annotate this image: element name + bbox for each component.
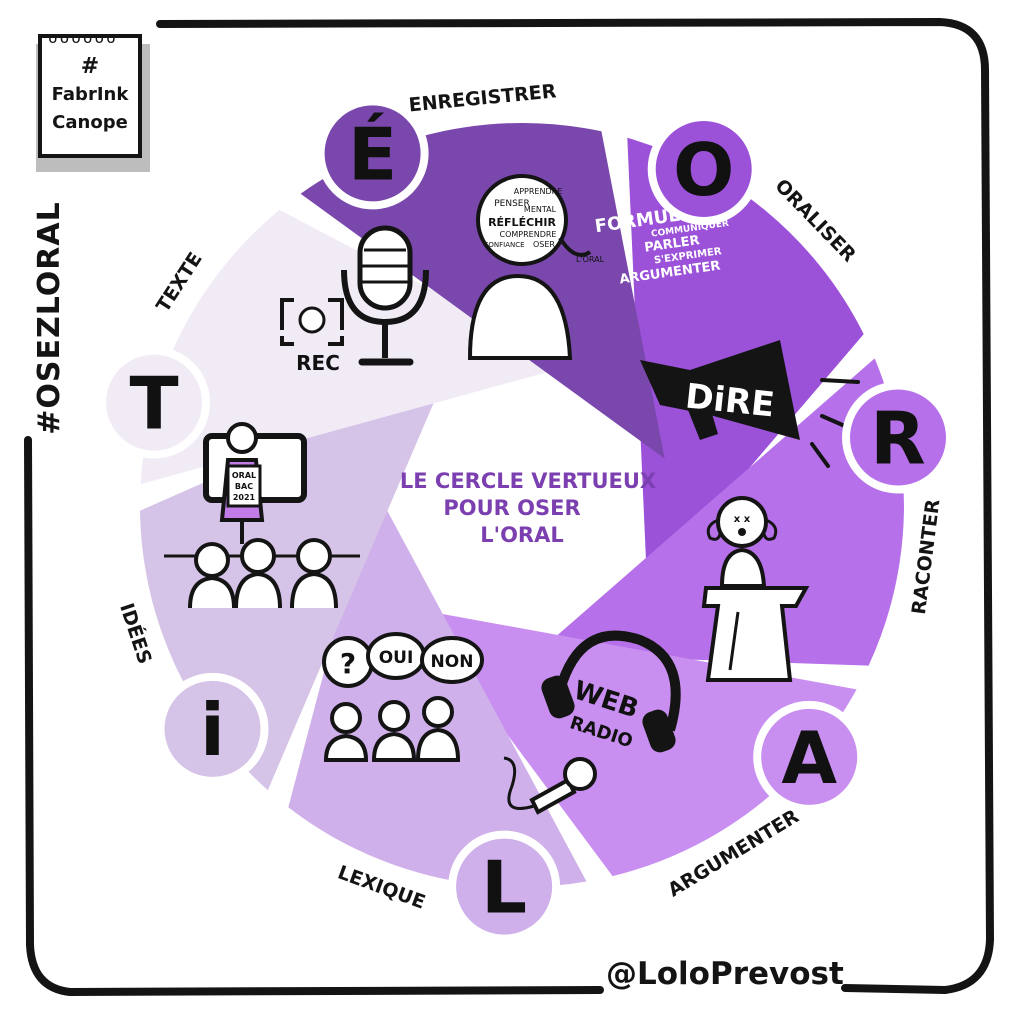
headphones-band	[555, 630, 681, 732]
letter-lexique: L	[481, 846, 527, 930]
letter-circle-oraliser	[647, 113, 760, 225]
bubble-yes-text: OUI	[379, 648, 414, 668]
center-title-line2: POUR OSER	[443, 496, 580, 520]
idees-illustration: ? OUI NON	[322, 632, 484, 762]
segment-texte	[140, 209, 575, 485]
speaker-eyes: x x	[734, 514, 751, 525]
audience-3-head	[296, 538, 332, 574]
bubble-word-confiance: CONFIANCE	[483, 241, 524, 249]
speaker-shoulders	[719, 547, 767, 588]
letter-circle-idees	[156, 672, 269, 785]
segment-enregistrer	[300, 122, 665, 459]
center-title-line1: LE CERCLE VERTUEUX	[400, 469, 656, 493]
logo-line1: #	[80, 54, 100, 79]
center-title-line3: L'ORAL	[480, 523, 563, 547]
presenter-sign	[226, 464, 262, 508]
letter-raconter: R	[870, 397, 925, 481]
microphone-cable	[503, 756, 535, 810]
rec-label: REC	[296, 351, 340, 375]
speaker-hair-left	[706, 518, 722, 541]
studio-mic-head	[357, 225, 413, 311]
raconter-illustration: DiRE	[640, 340, 860, 468]
speaker-head	[716, 496, 768, 548]
person-2-body	[371, 731, 417, 762]
bubble-no-text: NON	[431, 652, 474, 672]
word-raconter: RACONTER	[908, 498, 945, 616]
microphone-handle	[529, 777, 577, 815]
microphone-head	[563, 757, 597, 791]
bubble-word-penser: PENSER	[494, 199, 530, 209]
argumenter-illustration: x x	[701, 496, 810, 682]
speaker-hair-right	[762, 518, 778, 541]
logo-card: oooooo # FabrInk Canope	[38, 28, 142, 158]
head-silhouette	[467, 273, 573, 360]
person-3-head	[422, 696, 454, 728]
sign-line2: BAC	[235, 482, 253, 491]
sign-line1: ORAL	[232, 471, 256, 480]
bubble-no	[420, 636, 484, 684]
letter-texte: T	[129, 362, 178, 446]
thought-bubble-tail	[558, 236, 592, 257]
rec-dot	[298, 306, 326, 334]
bubble-word-loral: L'ORAL	[576, 255, 605, 264]
person-1-head	[330, 702, 362, 734]
bubble-word-comprendre: COMPRENDRE	[500, 230, 557, 239]
sign-line3: 2021	[233, 493, 256, 502]
letter-idees: i	[200, 688, 225, 772]
logo-line2: FabrInk	[51, 84, 129, 105]
bubble-word-apprendre: APPRENDRE	[514, 187, 563, 196]
hashtag-vertical: #OSEZLORAL	[32, 201, 67, 435]
sound-line-3	[810, 442, 830, 468]
headphones-ear-left	[541, 675, 575, 719]
texte-illustration: ORAL BAC 2021	[164, 422, 360, 609]
sound-line-1	[820, 378, 860, 384]
signature: @LoloPrevost	[606, 956, 844, 992]
audience-1-body	[188, 575, 236, 609]
audience-2-body	[234, 571, 282, 609]
person-1-body	[323, 733, 369, 762]
enregistrer-illustration: REC	[280, 225, 429, 375]
frame-border	[24, 17, 995, 997]
letter-circle-lexique	[448, 830, 561, 943]
audience-2-head	[240, 538, 276, 574]
word-enregistrer: ENREGISTRER	[408, 80, 558, 116]
audience-3-body	[290, 571, 338, 609]
center-title: LE CERCLE VERTUEUX POUR OSER L'ORAL	[400, 469, 656, 547]
fabrink-logo: oooooo # FabrInk Canope	[28, 28, 150, 172]
lectern	[701, 586, 810, 682]
person-2-head	[378, 700, 410, 732]
bubble-question-text: ?	[340, 647, 356, 680]
bubble-word-oser: OSER	[533, 240, 555, 249]
logo-line3: Canope	[52, 112, 128, 133]
thought-bubble	[476, 174, 568, 266]
megaphone-handle	[688, 410, 718, 440]
letter-oraliser: O	[673, 128, 734, 212]
letter-argumenter: A	[781, 716, 837, 800]
letter-circle-enregistrer	[316, 97, 429, 210]
letter-enregistrer: É	[348, 112, 397, 196]
letter-circle-texte	[98, 346, 210, 459]
headphones-ear-right	[642, 709, 676, 753]
rec-frame-right	[328, 298, 344, 346]
lectern-detail	[728, 611, 740, 671]
presenter-head	[226, 422, 258, 454]
rec-frame-left	[280, 298, 294, 346]
speaker-mouth	[738, 528, 746, 536]
bubble-word-reflechir: RÉFLÉCHIR	[488, 216, 556, 229]
person-3-body	[415, 727, 461, 762]
megaphone-body	[640, 340, 800, 440]
bubble-word-mental: MENTAL	[524, 205, 557, 214]
audience-1-head	[194, 542, 230, 578]
word-idees: IDÉES	[115, 600, 157, 667]
letter-circle-argumenter	[753, 700, 866, 813]
letter-circle-raconter	[842, 381, 954, 494]
logo-spiral: oooooo	[48, 28, 118, 47]
megaphone-label: DiRE	[683, 376, 776, 425]
